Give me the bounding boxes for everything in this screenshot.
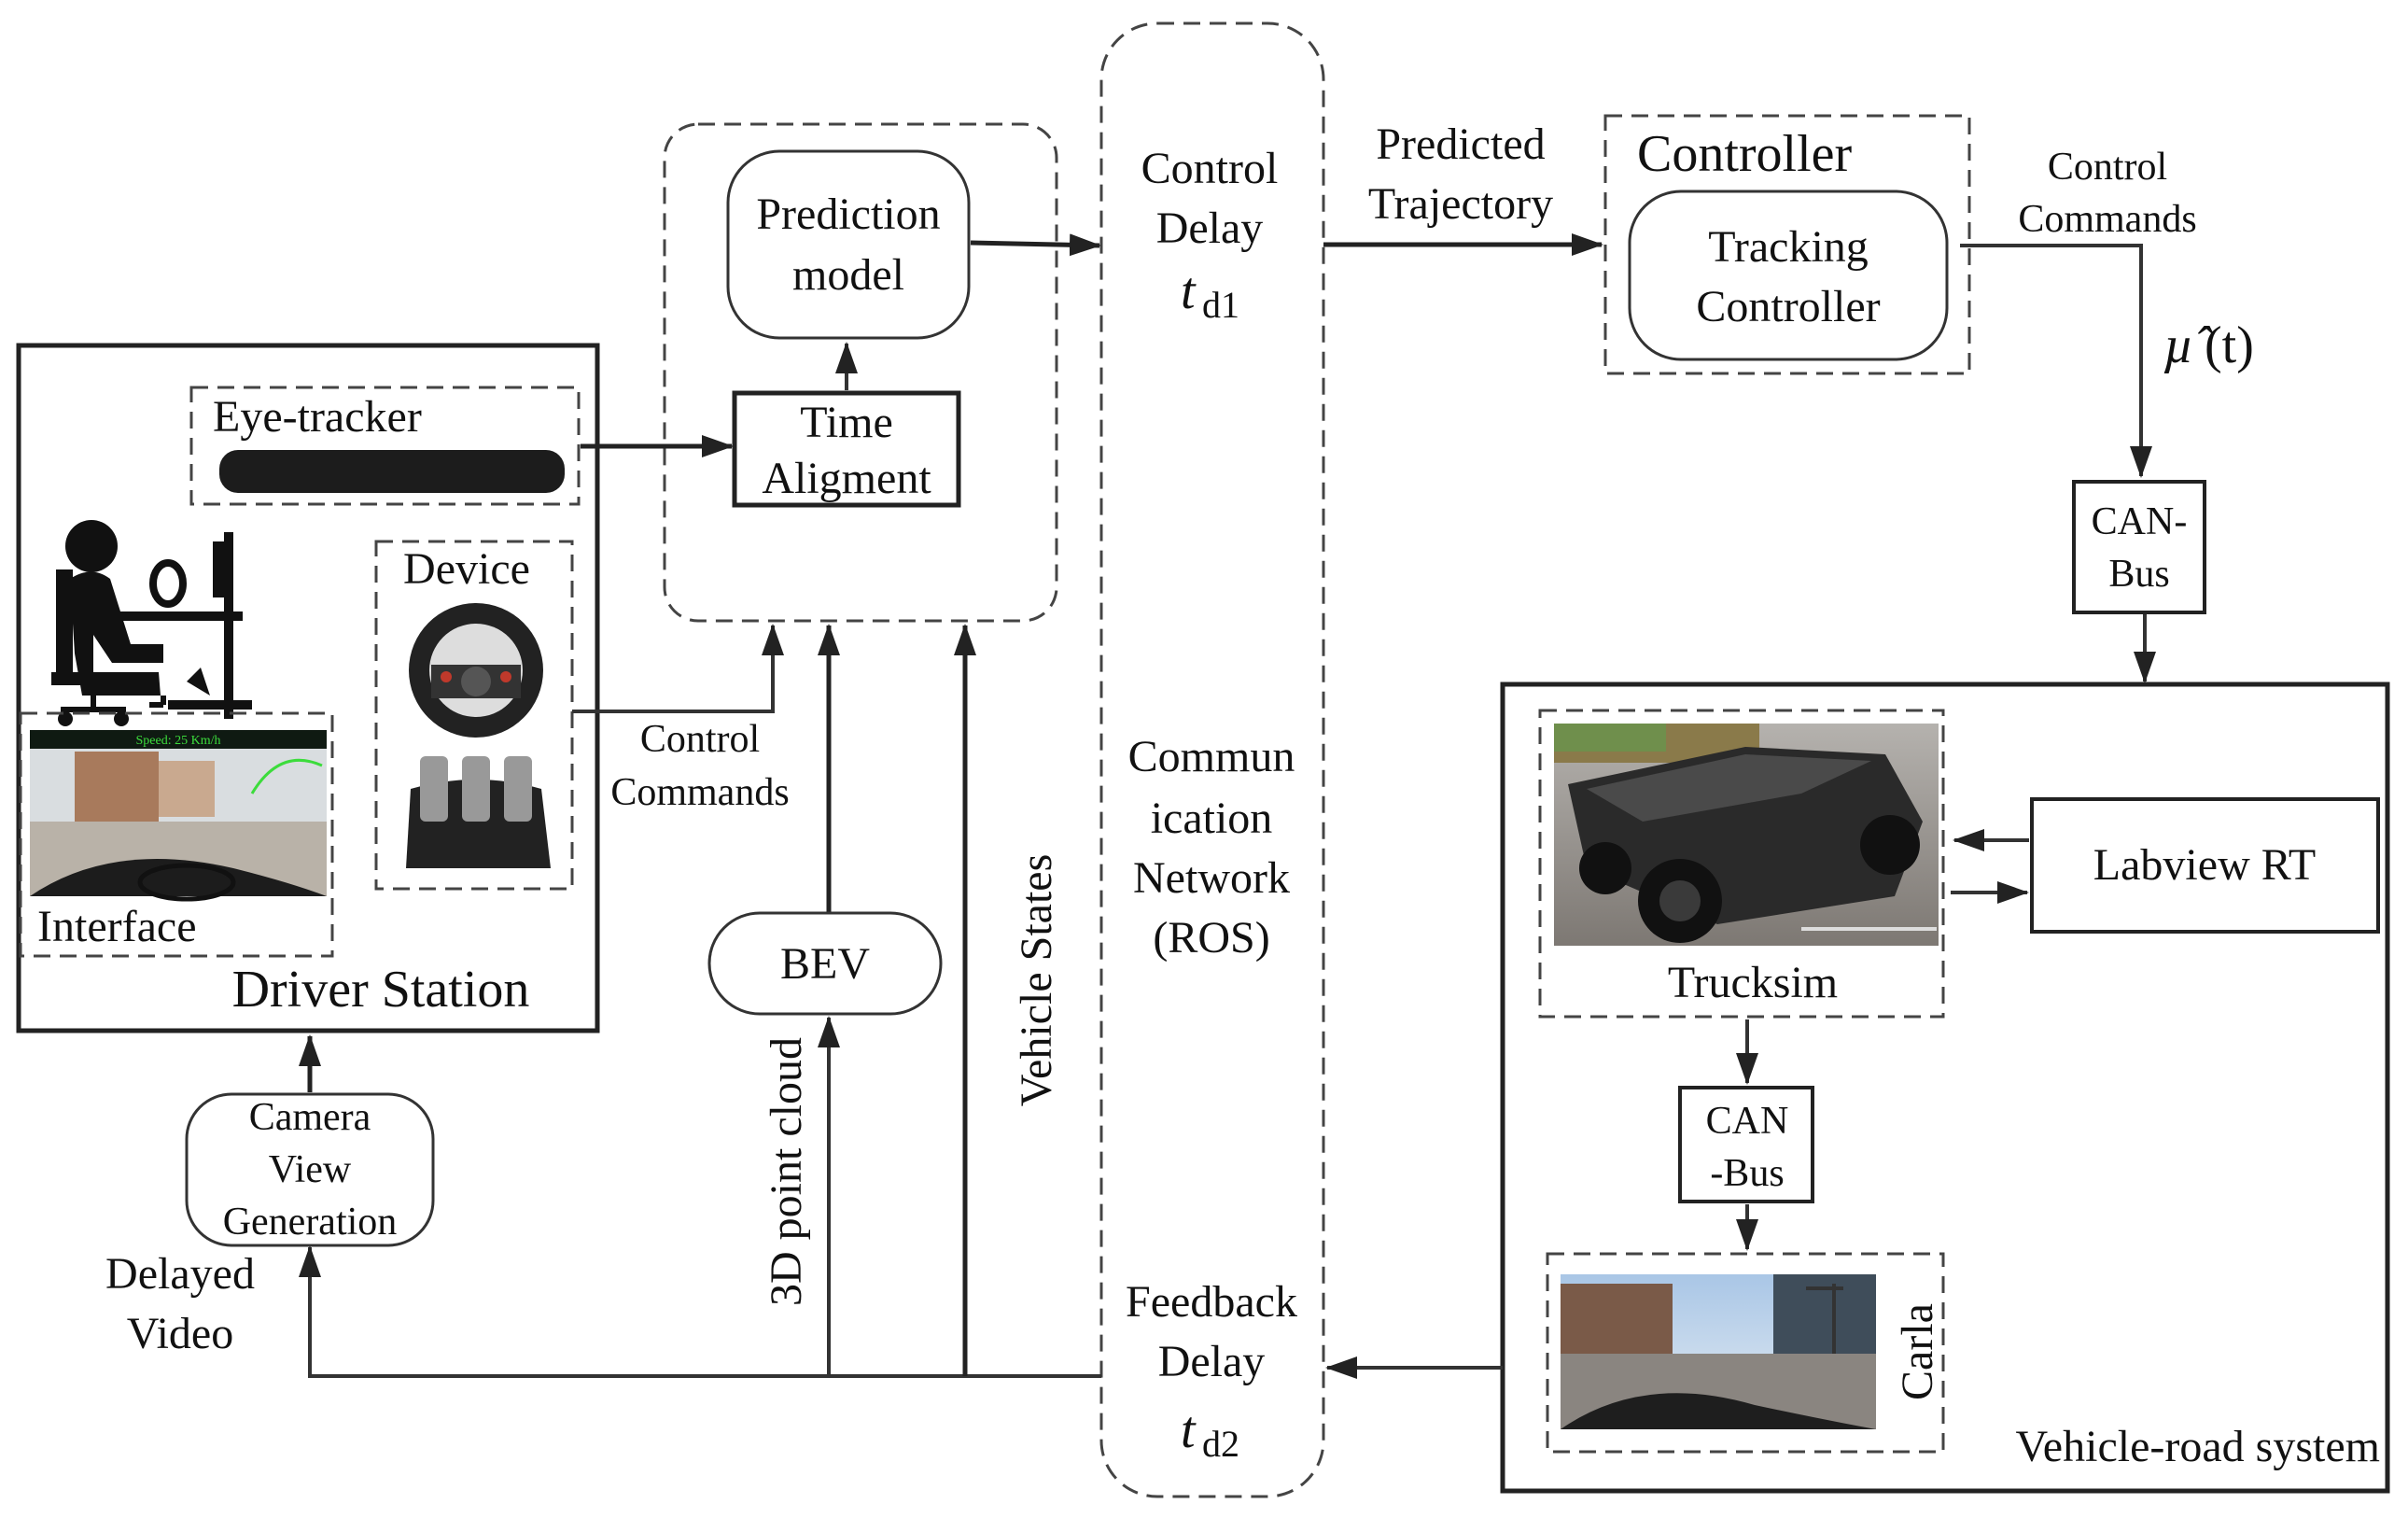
time-alignment-label: Time <box>800 398 893 447</box>
feedback-delay-label: Feedback <box>1126 1277 1297 1327</box>
comm-network-label-3: Network <box>1133 853 1290 903</box>
canbus-top-box <box>2072 480 2206 614</box>
comm-network-label-4: (ROS) <box>1153 913 1269 963</box>
eye-tracker-label: Eye-tracker <box>213 392 422 442</box>
trucksim-label: Trucksim <box>1668 958 1838 1007</box>
svg-text:t: t <box>1181 1401 1197 1459</box>
network-column <box>1099 21 1325 1498</box>
labview-label: Labview RT <box>2093 840 2316 890</box>
interface-label: Interface <box>37 902 197 951</box>
eye-tracker-device <box>219 450 565 493</box>
canbus-mid-box <box>1678 1086 1814 1203</box>
prediction-model-label: Prediction <box>756 190 940 239</box>
controller-box <box>1603 114 1971 375</box>
camera-view-box <box>185 1092 435 1247</box>
control-delay-label: Control <box>1141 144 1279 193</box>
vehicle-road-system-box <box>1500 682 2390 1494</box>
control-commands-left-label: Control <box>640 718 760 761</box>
arrow-device-to-prediction <box>572 624 784 713</box>
camera-view-label: Camera <box>249 1096 371 1139</box>
carla-box <box>1546 1252 1945 1454</box>
carla-label: Carla <box>1893 1303 1942 1400</box>
trucksim-box <box>1538 709 1945 1019</box>
svg-text:t: t <box>1181 262 1197 320</box>
comm-network-label: Commun <box>1128 732 1295 781</box>
predicted-trajectory-label-2: Trajectory <box>1368 179 1553 229</box>
driver-station-title: Driver Station <box>232 961 530 1019</box>
tracking-controller-label: Tracking <box>1708 222 1869 272</box>
delayed-video-label: Delayed <box>105 1249 255 1299</box>
canbus-mid-label-2: -Bus <box>1710 1152 1784 1195</box>
control-commands-right-label: Control <box>2048 146 2167 189</box>
feedback-delay-symbol: t d2 <box>1181 1401 1239 1465</box>
canbus-top-label: CAN- <box>2092 500 2188 543</box>
interface-box <box>19 711 334 958</box>
comm-network-label-2: ication <box>1151 794 1273 843</box>
control-commands-left-label-2: Commands <box>610 771 789 814</box>
mu-hat-symbol: µ̂ (t) <box>2163 316 2254 374</box>
tracking-controller-label-2: Controller <box>1696 282 1880 331</box>
controller-title: Controller <box>1637 125 1853 183</box>
bev-box <box>707 911 943 1016</box>
interface-hud-text: Speed: 25 Km/h <box>136 734 221 748</box>
prediction-group-box <box>663 122 1058 623</box>
prediction-model-box <box>726 149 971 340</box>
pedals-image <box>406 756 551 868</box>
driver-station-box <box>16 343 600 1033</box>
interface-image: Speed: 25 Km/h <box>30 730 327 902</box>
svg-text:d2: d2 <box>1202 1423 1239 1465</box>
feedback-main-line <box>299 1245 1101 1378</box>
canbus-top-label-2: Bus <box>2108 553 2169 596</box>
control-commands-right-label-2: Commands <box>2018 198 2196 241</box>
device-box <box>374 540 574 891</box>
predicted-trajectory-label: Predicted <box>1376 119 1545 169</box>
arrow-model-to-network <box>970 233 1101 257</box>
eye-tracker-box <box>189 386 581 506</box>
control-delay-symbol: t d1 <box>1181 262 1239 326</box>
device-label: Device <box>403 544 530 594</box>
labview-box <box>2030 797 2380 934</box>
control-delay-label-2: Delay <box>1156 204 1264 253</box>
feedback-delay-label-2: Delay <box>1158 1337 1266 1386</box>
driver-pictogram <box>51 520 252 726</box>
canbus-mid-label: CAN <box>1706 1100 1789 1143</box>
camera-view-label-2: View <box>269 1148 352 1191</box>
vehicle-road-system-title: Vehicle-road system <box>2015 1422 2380 1471</box>
point-cloud-label: 3D point cloud <box>762 1037 811 1306</box>
tracking-controller-box <box>1628 190 1949 361</box>
trucksim-image <box>1554 724 1939 946</box>
prediction-model-label-2: model <box>792 250 904 300</box>
svg-text:(t): (t) <box>2205 316 2254 374</box>
vehicle-states-label: Vehicle States <box>1012 854 1061 1107</box>
arrow-controller-to-canbus <box>1960 244 2152 478</box>
bev-label: BEV <box>780 939 870 989</box>
time-alignment-label-2: Aligment <box>762 454 931 503</box>
carla-image <box>1561 1274 1876 1429</box>
time-alignment-box <box>732 390 961 508</box>
camera-view-label-3: Generation <box>223 1201 398 1244</box>
delayed-video-label-2: Video <box>127 1309 233 1358</box>
svg-text:d1: d1 <box>1202 284 1239 326</box>
steering-wheel-image <box>409 603 543 738</box>
